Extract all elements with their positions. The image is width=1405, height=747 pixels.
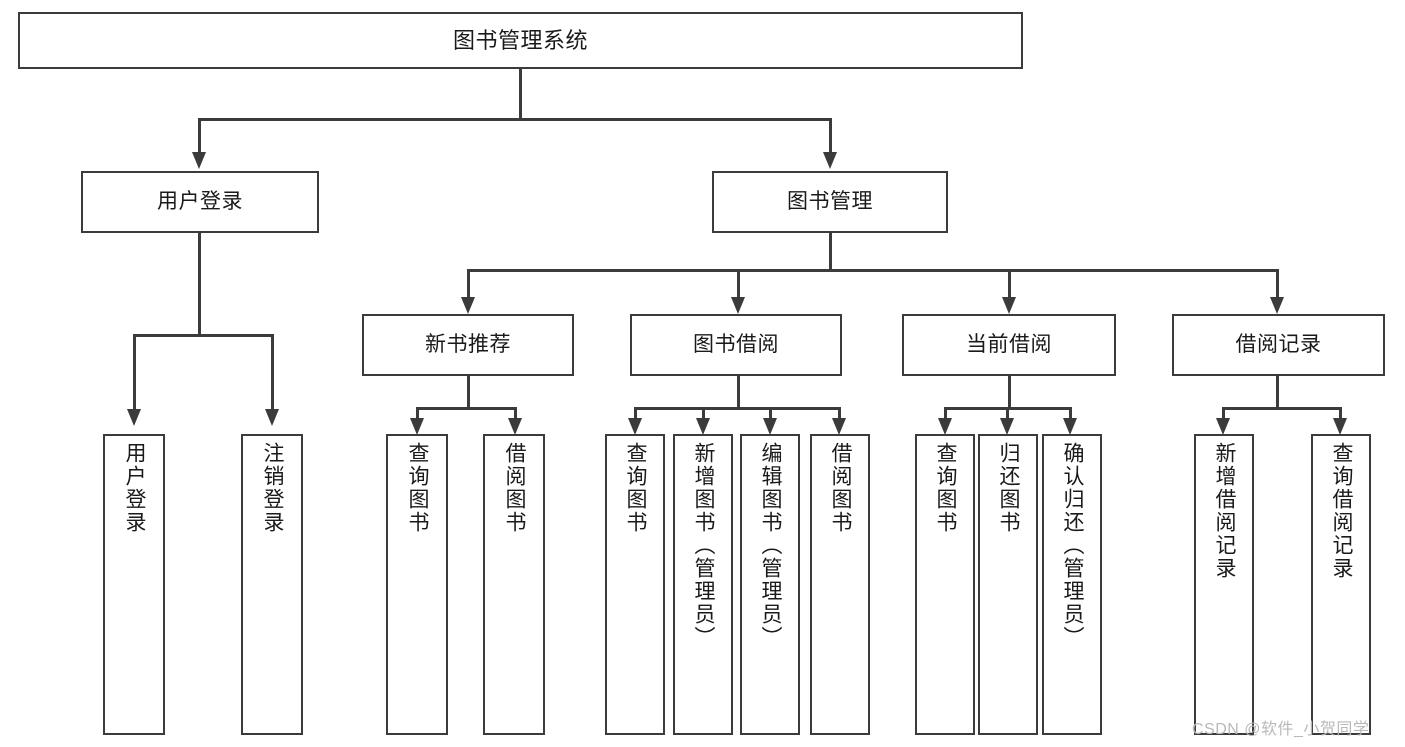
arrowhead-borrow-book-1: [508, 418, 522, 435]
node-confirm-return-admin[interactable]: 确认归还（管理员）: [1042, 434, 1102, 735]
node-label: 查询图书: [934, 442, 958, 534]
node-label: 借阅记录: [1235, 332, 1322, 356]
arrowhead-borrow-record: [1270, 297, 1284, 314]
connector-book-management-bar: [467, 269, 1278, 272]
arrowhead-query-book-1: [410, 418, 424, 435]
connector-root-to-user-login: [198, 118, 201, 153]
connector-cb-to-leaf-1: [944, 407, 947, 419]
node-label: 图书借阅: [693, 332, 779, 356]
node-return-book[interactable]: 归还图书: [978, 434, 1038, 735]
connector-bb-to-leaf-2: [702, 407, 705, 419]
node-borrow-book-1[interactable]: 借阅图书: [483, 434, 545, 735]
node-query-borrow-record[interactable]: 查询借阅记录: [1311, 434, 1371, 735]
node-label: 查询借阅记录: [1330, 442, 1354, 580]
arrowhead-edit-book-admin: [763, 418, 777, 435]
connector-user-login-to-leaf-2: [271, 334, 274, 410]
connector-user-login-bar: [133, 334, 274, 337]
connector-root-to-book-management: [829, 118, 832, 153]
arrowhead-new-book-recommend: [461, 297, 475, 314]
connector-book-management-stem: [829, 233, 832, 271]
node-label: 注销登录: [261, 442, 285, 534]
node-label: 当前借阅: [966, 332, 1052, 356]
arrowhead-current-borrow: [1002, 297, 1016, 314]
connector-cb-stem: [1008, 376, 1011, 409]
connector-cb-to-leaf-3: [1069, 407, 1072, 419]
node-user-login-leaf[interactable]: 用户登录: [103, 434, 165, 735]
node-label: 借阅图书: [503, 442, 527, 534]
arrowhead-confirm-return-admin: [1063, 418, 1077, 435]
node-label: 图书管理系统: [452, 27, 588, 53]
arrowhead-logout-leaf: [265, 409, 279, 426]
node-add-book-admin[interactable]: 新增图书（管理员）: [673, 434, 733, 735]
arrowhead-add-book-admin: [696, 418, 710, 435]
arrowhead-query-borrow-record: [1333, 418, 1347, 435]
node-root-book-management-system[interactable]: 图书管理系统: [18, 12, 1023, 69]
node-logout-leaf[interactable]: 注销登录: [241, 434, 303, 735]
node-query-book-1[interactable]: 查询图书: [386, 434, 448, 735]
node-label: 新书推荐: [425, 332, 511, 356]
connector-bb-to-leaf-1: [634, 407, 637, 419]
connector-nbr-bar: [416, 407, 517, 410]
arrowhead-return-book: [1000, 418, 1014, 435]
node-label: 查询图书: [406, 442, 430, 534]
connector-nbr-to-leaf-2: [514, 407, 517, 419]
arrowhead-query-book-3: [938, 418, 952, 435]
node-query-book-2[interactable]: 查询图书: [605, 434, 665, 735]
node-label: 新增借阅记录: [1213, 442, 1237, 580]
node-borrow-record[interactable]: 借阅记录: [1172, 314, 1385, 376]
arrowhead-borrow-book-2: [832, 418, 846, 435]
connector-bb-stem: [737, 376, 740, 409]
connector-cb-to-leaf-2: [1006, 407, 1009, 419]
connector-root-stem: [519, 69, 522, 119]
connector-bb-to-leaf-4: [838, 407, 841, 419]
connector-nbr-to-leaf-1: [416, 407, 419, 419]
node-new-book-recommend[interactable]: 新书推荐: [362, 314, 574, 376]
connector-br-bar: [1222, 407, 1341, 410]
arrowhead-add-borrow-record: [1216, 418, 1230, 435]
connector-br-stem: [1276, 376, 1279, 409]
connector-bm-to-current-borrow: [1008, 269, 1011, 299]
node-label: 编辑图书（管理员）: [759, 442, 783, 649]
arrowhead-book-borrow: [731, 297, 745, 314]
connector-br-to-leaf-2: [1339, 407, 1342, 419]
connector-nbr-stem: [467, 376, 470, 409]
node-edit-book-admin[interactable]: 编辑图书（管理员）: [740, 434, 800, 735]
node-user-login[interactable]: 用户登录: [81, 171, 319, 233]
node-query-book-3[interactable]: 查询图书: [915, 434, 975, 735]
node-label: 借阅图书: [829, 442, 853, 534]
connector-bm-to-borrow-record: [1276, 269, 1279, 299]
connector-user-login-to-leaf-1: [133, 334, 136, 410]
node-book-management[interactable]: 图书管理: [712, 171, 948, 233]
node-label: 归还图书: [997, 442, 1021, 534]
watermark: CSDN @软件_小贺同学: [1192, 721, 1370, 738]
node-current-borrow[interactable]: 当前借阅: [902, 314, 1116, 376]
node-book-borrow[interactable]: 图书借阅: [630, 314, 842, 376]
connector-bm-to-new-book-recommend: [467, 269, 470, 299]
arrowhead-user-login-leaf: [127, 409, 141, 426]
connector-br-to-leaf-1: [1222, 407, 1225, 419]
node-add-borrow-record[interactable]: 新增借阅记录: [1194, 434, 1254, 735]
connector-user-login-stem: [198, 233, 201, 336]
arrowhead-book-management: [823, 152, 837, 169]
node-borrow-book-2[interactable]: 借阅图书: [810, 434, 870, 735]
node-label: 图书管理: [787, 189, 873, 213]
node-label: 确认归还（管理员）: [1061, 442, 1085, 649]
node-label: 新增图书（管理员）: [692, 442, 716, 649]
arrowhead-query-book-2: [628, 418, 642, 435]
node-label: 用户登录: [123, 442, 147, 534]
connector-bb-bar: [634, 407, 840, 410]
connector-bb-to-leaf-3: [769, 407, 772, 419]
connector-bm-to-book-borrow: [737, 269, 740, 299]
connector-root-bar: [198, 118, 832, 121]
node-label: 查询图书: [624, 442, 648, 534]
node-label: 用户登录: [157, 189, 243, 213]
arrowhead-user-login: [192, 152, 206, 169]
